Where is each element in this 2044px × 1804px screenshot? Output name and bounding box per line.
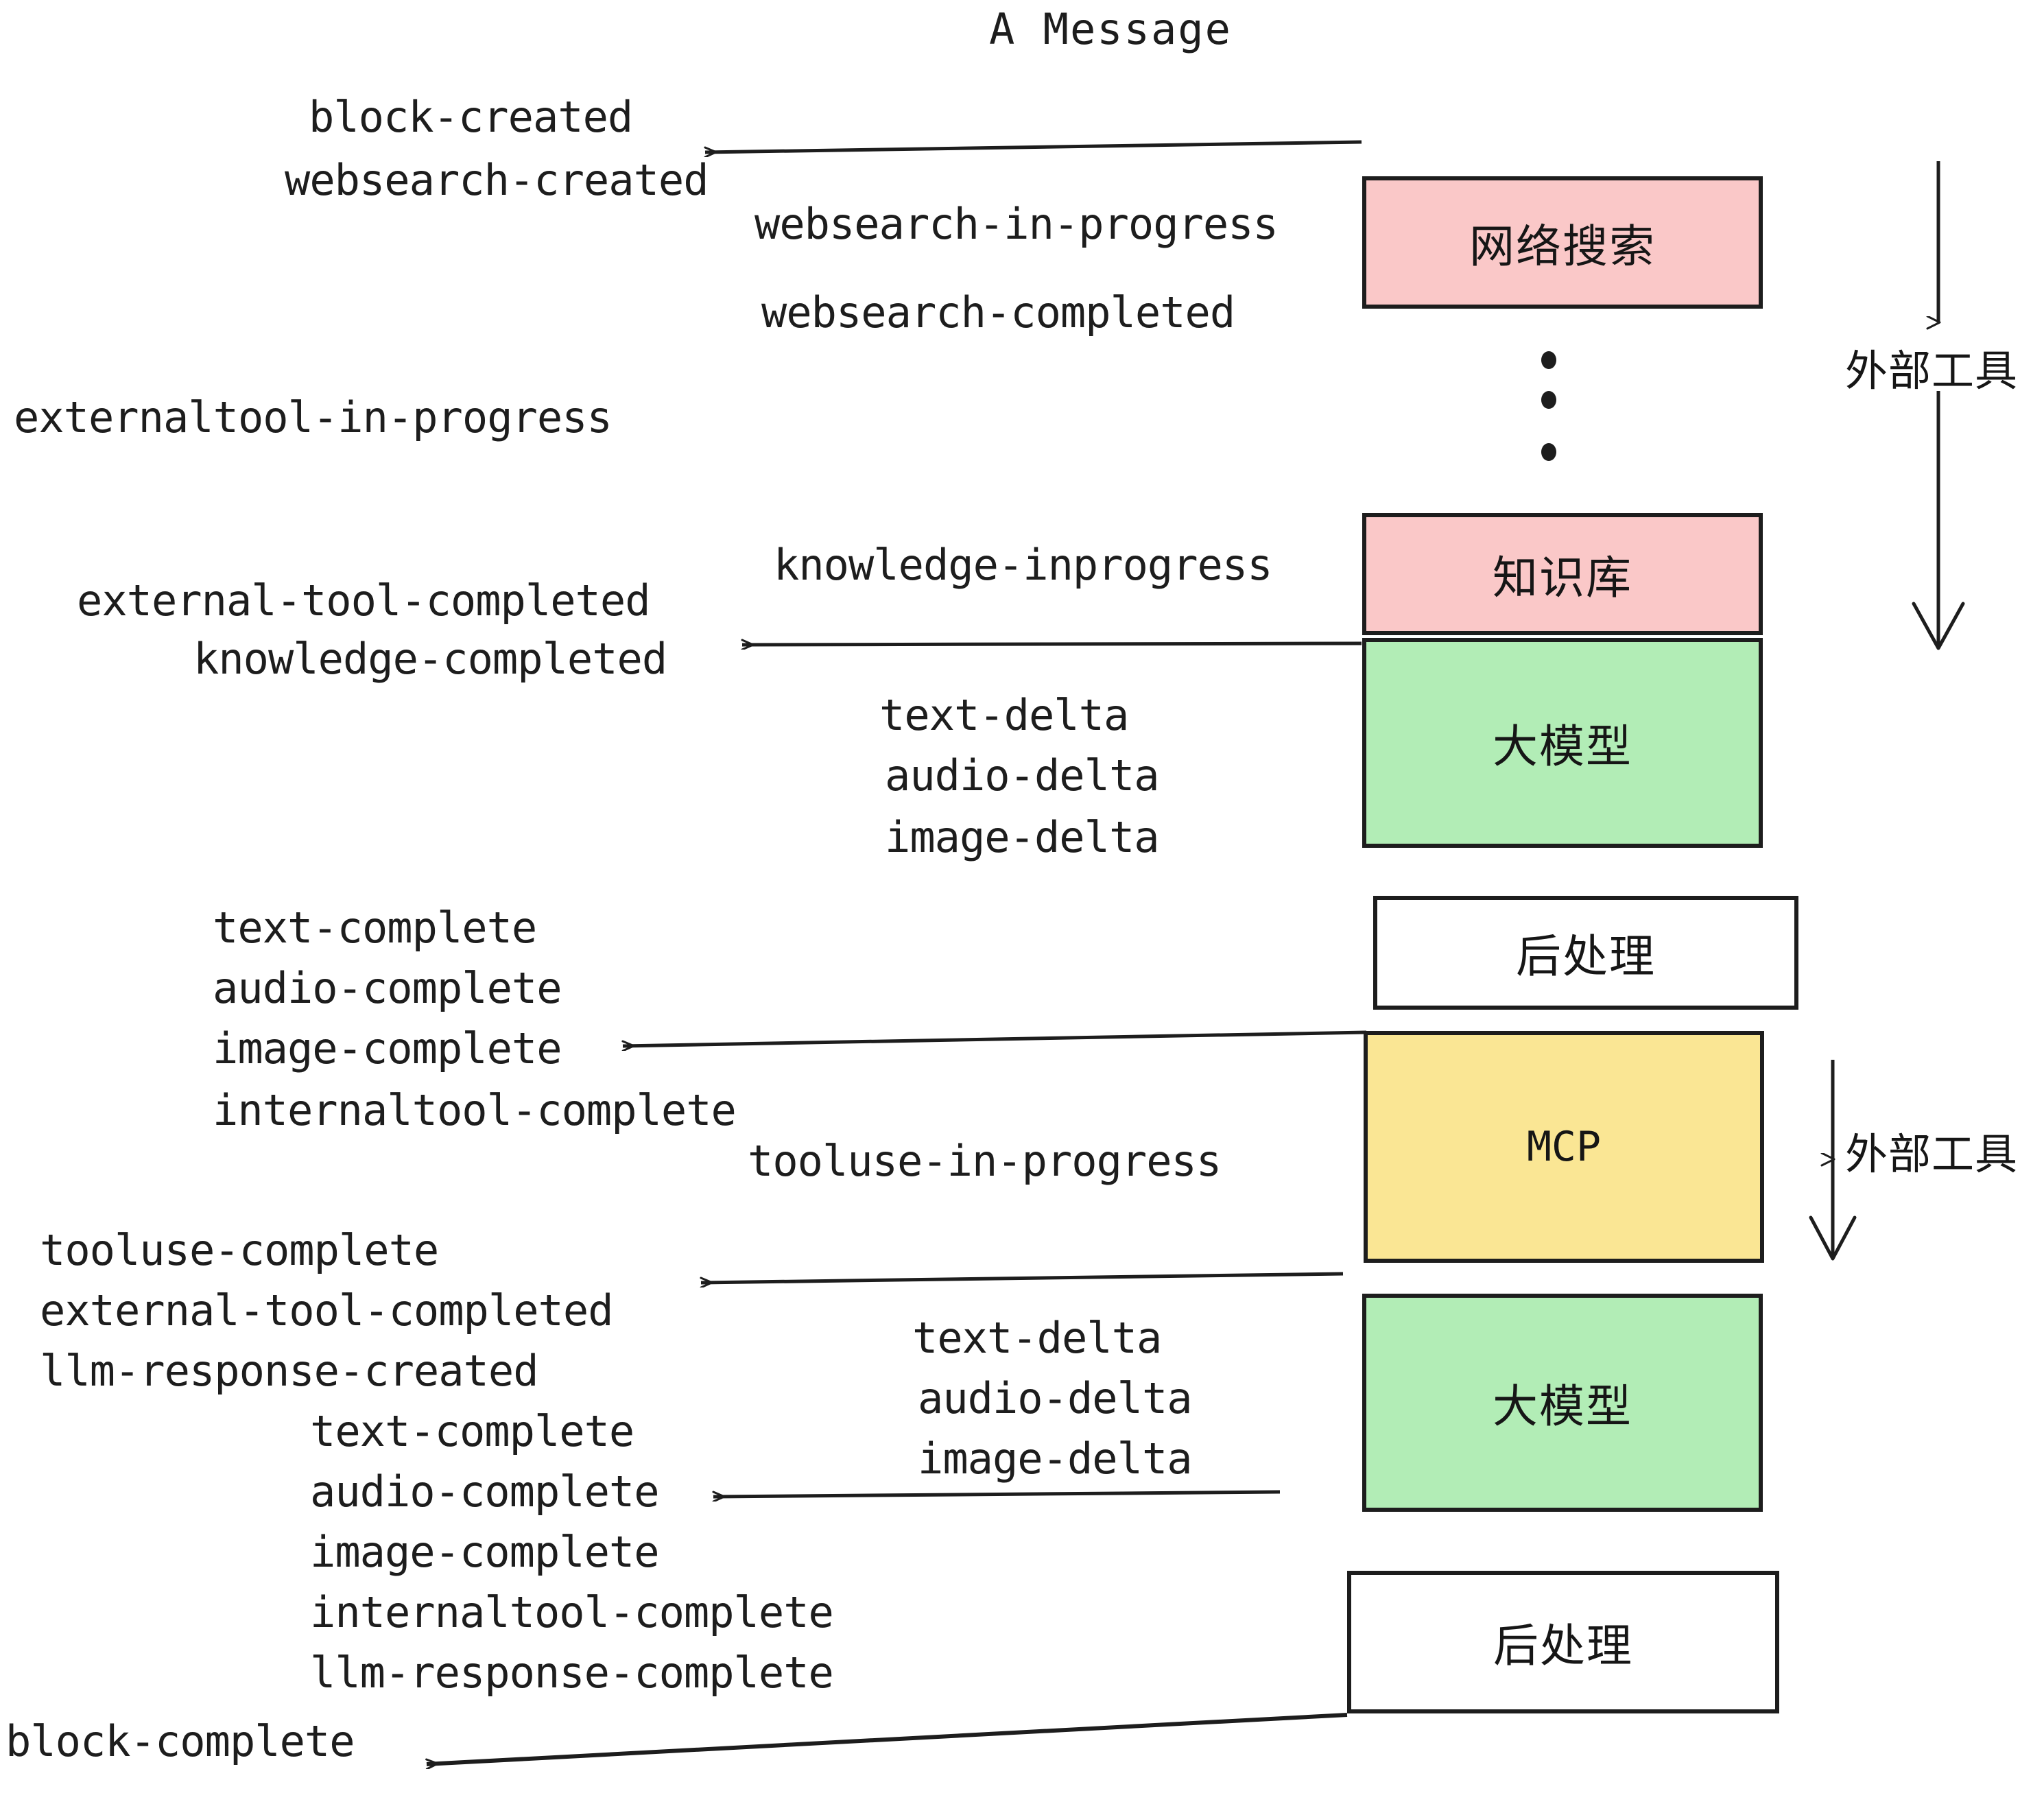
event-label-image-complete-1: image-complete (213, 1023, 562, 1073)
node-postprocess-1[interactable]: 后处理 (1373, 896, 1798, 1010)
event-label-block-complete: block-complete (5, 1716, 355, 1766)
event-label-external-tool-completed-1: external-tool-completed (77, 575, 651, 626)
event-label-tooluse-in-progress: tooluse-in-progress (748, 1136, 1222, 1186)
event-label-tooluse-complete: tooluse-complete (40, 1225, 439, 1275)
event-label-audio-complete-1: audio-complete (213, 963, 562, 1013)
event-label-websearch-in-progress: websearch-in-progress (754, 199, 1279, 249)
page-title: A Message (989, 4, 1232, 54)
event-label-text-complete-2: text-complete (310, 1406, 634, 1456)
event-label-audio-complete-2: audio-complete (310, 1467, 660, 1517)
node-postprocess-2[interactable]: 后处理 (1347, 1571, 1779, 1713)
event-label-externaltool-in-progress: externaltool-in-progress (14, 392, 613, 442)
event-label-text-delta-2: text-delta (912, 1313, 1162, 1363)
node-knowledge-base[interactable]: 知识库 (1362, 513, 1763, 635)
event-label-websearch-completed: websearch-completed (761, 287, 1235, 337)
arrow-image-complete (623, 1030, 1367, 1046)
node-mcp[interactable]: MCP (1364, 1031, 1764, 1263)
arrow-knowledge-completed (742, 643, 1362, 645)
ellipsis-dot (1541, 443, 1556, 461)
arrow-audio-complete (713, 1490, 1281, 1497)
arrow-tooluse-complete (701, 1272, 1344, 1283)
node-llm-2[interactable]: 大模型 (1362, 1294, 1763, 1512)
ellipsis-dot (1541, 351, 1556, 369)
event-label-external-tool-completed-2: external-tool-completed (40, 1285, 614, 1336)
event-label-text-delta-1: text-delta (879, 690, 1129, 740)
event-label-llm-response-complete: llm-response-complete (310, 1648, 834, 1698)
event-label-audio-delta-2: audio-delta (918, 1373, 1193, 1423)
ellipsis-dot (1541, 391, 1556, 409)
arrow-block-complete (427, 1713, 1348, 1764)
event-label-knowledge-inprogress: knowledge-inprogress (774, 540, 1273, 590)
event-label-knowledge-completed: knowledge-completed (193, 634, 667, 684)
node-websearch[interactable]: 网络搜索 (1362, 176, 1763, 309)
side-label-external-tool-top: 外部工具 (1845, 346, 2019, 396)
event-label-block-created: block-created (309, 92, 633, 142)
event-label-internaltool-complete-2: internaltool-complete (310, 1587, 834, 1637)
side-label-external-tool-bottom: 外部工具 (1845, 1129, 2019, 1179)
node-llm-1[interactable]: 大模型 (1362, 638, 1763, 848)
arrow-websearch-created (705, 140, 1362, 152)
event-label-image-delta-2: image-delta (918, 1434, 1193, 1484)
event-label-image-complete-2: image-complete (310, 1527, 660, 1577)
arrow-external-tool-bottom-down-head (1809, 1215, 1857, 1261)
event-label-text-complete-1: text-complete (213, 903, 537, 953)
arrow-external-tool-top-down-head (1912, 602, 1965, 650)
event-label-image-delta-1: image-delta (885, 812, 1160, 862)
event-label-llm-response-created: llm-response-created (40, 1346, 539, 1396)
event-label-internaltool-complete-1: internaltool-complete (213, 1085, 737, 1135)
event-label-websearch-created: websearch-created (285, 155, 709, 205)
event-label-audio-delta-1: audio-delta (885, 750, 1160, 800)
